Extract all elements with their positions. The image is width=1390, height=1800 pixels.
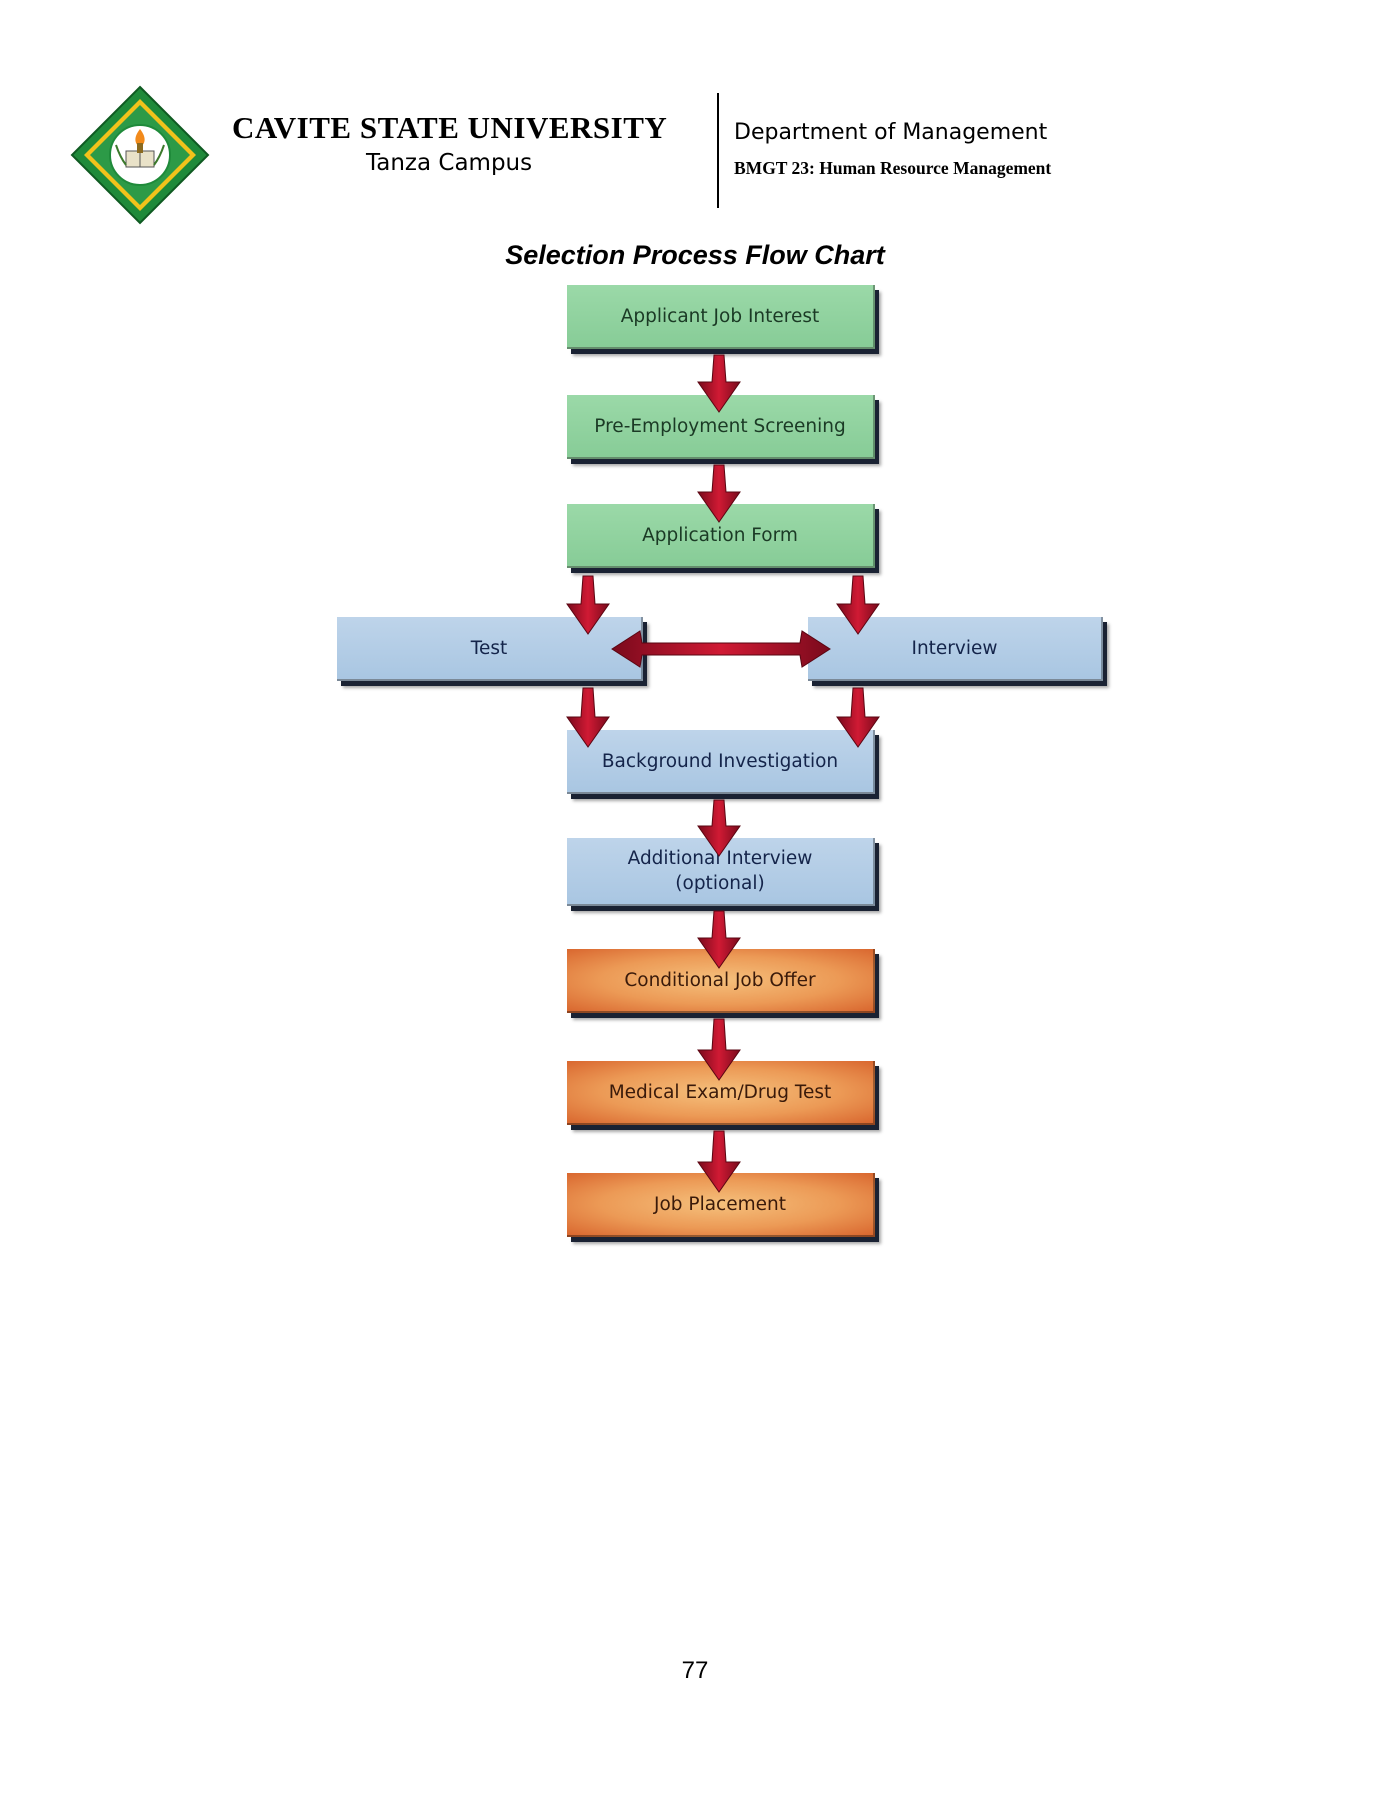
step-label: Test (470, 637, 508, 659)
university-seal-logo (70, 85, 210, 225)
step-label: Additional Interview (627, 848, 813, 869)
campus-name: Tanza Campus (366, 150, 533, 176)
step-pre-employment-screening: Pre-Employment Screening (567, 395, 875, 459)
university-name: CAVITE STATE UNIVERSITY (232, 110, 668, 145)
step-label: Interview (911, 637, 998, 659)
step-label: Conditional Job Offer (624, 969, 816, 991)
step-medical-exam-drug-test: Medical Exam/Drug Test (567, 1061, 875, 1125)
step-application-form: Application Form (567, 504, 875, 568)
arrow-bidirectional (611, 630, 831, 668)
step-label: Medical Exam/Drug Test (608, 1081, 832, 1103)
course-title: BMGT 23: Human Resource Management (734, 158, 1052, 178)
step-job-placement: Job Placement (567, 1173, 875, 1237)
step-label: Background Investigation (601, 750, 839, 772)
step-test: Test (337, 617, 643, 681)
step-label: Application Form (642, 524, 798, 546)
step-additional-interview: Additional Interview (optional) (567, 838, 875, 906)
step-label: Job Placement (654, 1193, 786, 1215)
step-applicant-job-interest: Applicant Job Interest (567, 285, 875, 349)
department-name: Department of Management (734, 120, 1048, 145)
step-conditional-job-offer: Conditional Job Offer (567, 949, 875, 1013)
step-interview: Interview (808, 617, 1103, 681)
step-label: Applicant Job Interest (620, 305, 820, 327)
page-number: 77 (681, 1657, 709, 1684)
header-divider (717, 93, 719, 208)
step-label: Pre-Employment Screening (594, 415, 846, 437)
step-background-investigation: Background Investigation (567, 730, 875, 794)
page-title: Selection Process Flow Chart (505, 240, 885, 270)
step-label-optional: (optional) (675, 873, 765, 894)
